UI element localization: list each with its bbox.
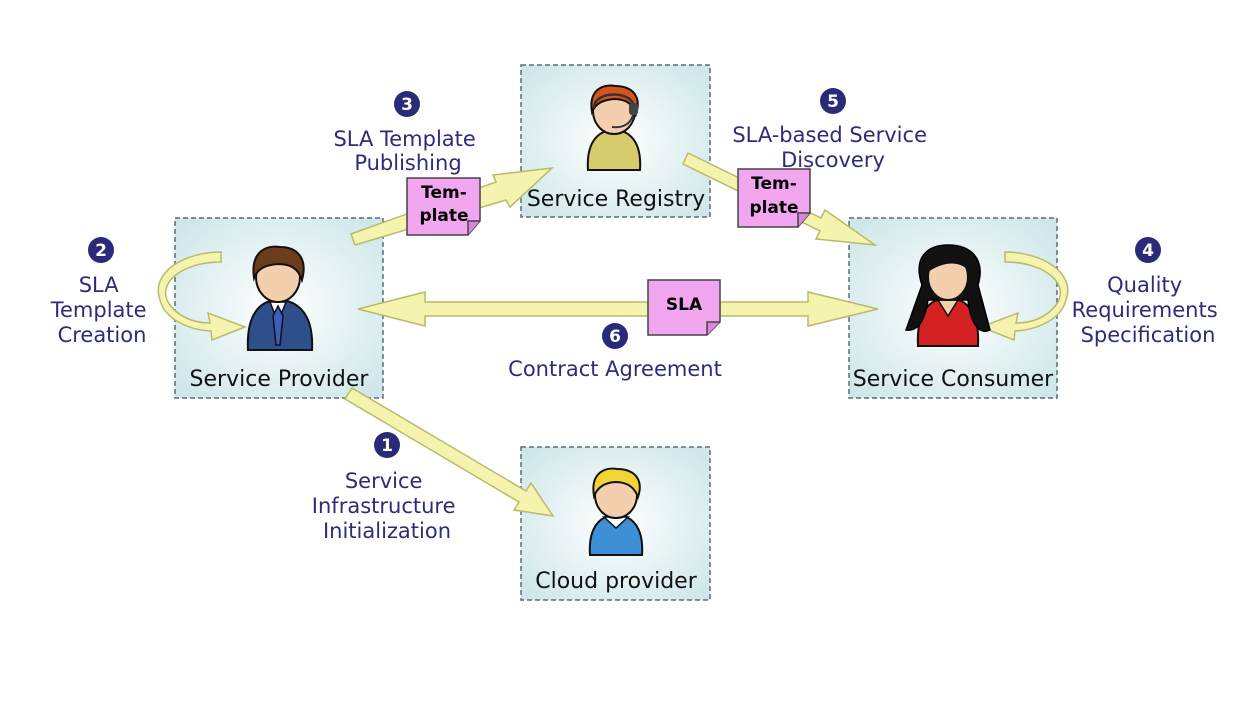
template-note-publish: Tem- plate: [406, 177, 481, 236]
step-5-number: 5: [827, 92, 839, 112]
step-4-line-3: Specification: [1081, 323, 1216, 347]
sla-note: SLA: [647, 279, 721, 336]
step-1-line-3: Initialization: [323, 519, 451, 543]
step-4-number: 4: [1142, 241, 1154, 261]
step-5-label: SLA-based Service Discovery: [732, 123, 933, 172]
step-2-badge: 2: [88, 237, 114, 263]
template-creation-arrow: [157, 251, 248, 342]
step-5-line-1: SLA-based Service: [732, 123, 927, 147]
step-3-number: 3: [401, 95, 413, 115]
step-2-line-2: Template: [50, 298, 147, 322]
step-4-label: Quality Requirements Specification: [1072, 273, 1225, 347]
cloud-provider-label: Cloud provider: [535, 569, 697, 594]
step-1-number: 1: [381, 436, 393, 456]
step-1-label: Service Infrastructure Initialization: [312, 469, 462, 543]
step-1-badge: 1: [374, 432, 400, 458]
step-1-line-2: Infrastructure: [312, 494, 456, 518]
service-provider-label: Service Provider: [190, 367, 370, 392]
quality-spec-arrow: [978, 251, 1069, 342]
template-note-discovery: Tem- plate: [737, 168, 811, 228]
service-consumer-label: Service Consumer: [853, 367, 1054, 392]
step-6-badge: 6: [602, 323, 628, 349]
step-2-number: 2: [95, 241, 107, 261]
step-6-label: Contract Agreement: [508, 357, 722, 381]
step-5-line-2: Discovery: [781, 148, 885, 172]
template-note-discovery-line2: plate: [749, 198, 798, 218]
person-long-black-hair-icon: [904, 244, 991, 347]
person-headset-icon: [586, 84, 642, 171]
template-note-publish-line2: plate: [419, 206, 468, 226]
template-note-discovery-line1: Tem-: [751, 174, 797, 194]
sla-note-text: SLA: [666, 295, 703, 315]
person-brown-hair-icon: [246, 245, 314, 351]
step-2-line-1: SLA: [79, 273, 120, 297]
step-3-line-2: Publishing: [354, 151, 461, 175]
step-6-number: 6: [609, 327, 621, 347]
contract-arrow: [357, 291, 879, 327]
step-1-line-1: Service: [345, 469, 423, 493]
step-4-line-2: Requirements: [1072, 298, 1218, 322]
step-4-badge: 4: [1135, 237, 1161, 263]
step-3-line-1: SLA Template: [333, 127, 475, 151]
step-4-line-1: Quality: [1107, 273, 1182, 297]
step-3-badge: 3: [394, 91, 420, 117]
person-blond-hair-icon: [588, 467, 644, 556]
step-2-label: SLA Template Creation: [50, 273, 154, 347]
step-3-label: SLA Template Publishing: [333, 127, 482, 175]
step-6-line-1: Contract Agreement: [508, 357, 722, 381]
initialization-arrow: [343, 386, 555, 518]
step-2-line-3: Creation: [58, 323, 147, 347]
service-registry-label: Service Registry: [527, 187, 705, 212]
step-5-badge: 5: [820, 88, 846, 114]
template-note-publish-line1: Tem-: [421, 183, 467, 203]
